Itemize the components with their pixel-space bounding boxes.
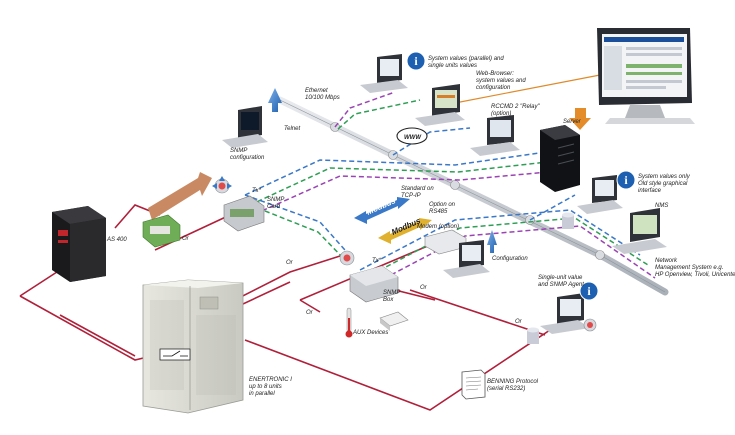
- label-www: WWW: [404, 135, 422, 141]
- label-or: Or: [182, 236, 190, 242]
- alarm-beacon-icon: [583, 318, 597, 332]
- label-as400: AS 400: [106, 237, 127, 243]
- telnet-arrow-icon: [268, 88, 282, 112]
- profibus-card: [142, 214, 181, 248]
- workstation-single-unit: [540, 293, 590, 334]
- modbus-rtu-arrow: [378, 218, 432, 244]
- config-arrow-icon: [487, 230, 497, 253]
- label-or: Or: [420, 285, 428, 291]
- label-aux-devices: AUX Devices: [352, 330, 388, 336]
- label-snmp-box-tx: Tx*: [372, 258, 382, 264]
- label-or: Or: [306, 310, 314, 316]
- workstation-old-style: [577, 175, 623, 214]
- label-configuration: Configuration: [492, 256, 528, 262]
- web-link-line: [454, 74, 601, 104]
- ups-cabinet: [142, 279, 244, 414]
- label-or: Or: [286, 260, 294, 266]
- network-links: [244, 91, 656, 287]
- label-snmp-card-tx: Tx*: [252, 188, 262, 194]
- workstation-nms: [612, 208, 667, 254]
- label-nms: NMS: [655, 203, 668, 209]
- snmp-card: [223, 195, 265, 232]
- www-cloud-icon: [396, 127, 428, 145]
- svg-text:i: i: [624, 173, 628, 187]
- profibus-arrow: [148, 172, 212, 220]
- alarm-beacon-icon: [212, 176, 232, 194]
- workstation-sysvalues: [360, 54, 408, 93]
- label-rccmd: RCCMD 2 "Relay"(option): [491, 104, 540, 117]
- alarm-beacon-icon: [339, 250, 355, 266]
- label-telnet: Telnet: [284, 126, 300, 132]
- workstation-snmp-config: [222, 106, 268, 148]
- as400-tower: [52, 206, 106, 282]
- info-badge-icon: i: [579, 281, 599, 301]
- storage-cylinder-icon: [562, 212, 574, 229]
- server-tower: [540, 125, 580, 192]
- label-server: Server: [563, 119, 582, 125]
- large-monitor: [597, 28, 695, 124]
- info-badge-icon: i: [616, 170, 636, 190]
- label-modem: Modem (option): [417, 224, 459, 230]
- server-arrow-icon: [569, 108, 591, 130]
- workstation-rccmd: [470, 115, 520, 156]
- svg-text:i: i: [587, 284, 591, 298]
- workstation-web: [415, 84, 465, 126]
- document-icon: [461, 369, 486, 400]
- snmp-box: [349, 265, 399, 303]
- aux-device: [379, 311, 409, 331]
- svg-text:i: i: [414, 54, 418, 68]
- label-or: Or: [515, 319, 523, 325]
- info-badge-icon: i: [406, 51, 426, 71]
- storage-cylinder-icon: [527, 327, 539, 344]
- workstation-configuration: [443, 240, 490, 278]
- modbus-tcp-arrow: [354, 197, 410, 224]
- label-benning-protocol: BENNING Protocol(serial RS232): [487, 379, 539, 392]
- thermometer-icon: [345, 307, 353, 338]
